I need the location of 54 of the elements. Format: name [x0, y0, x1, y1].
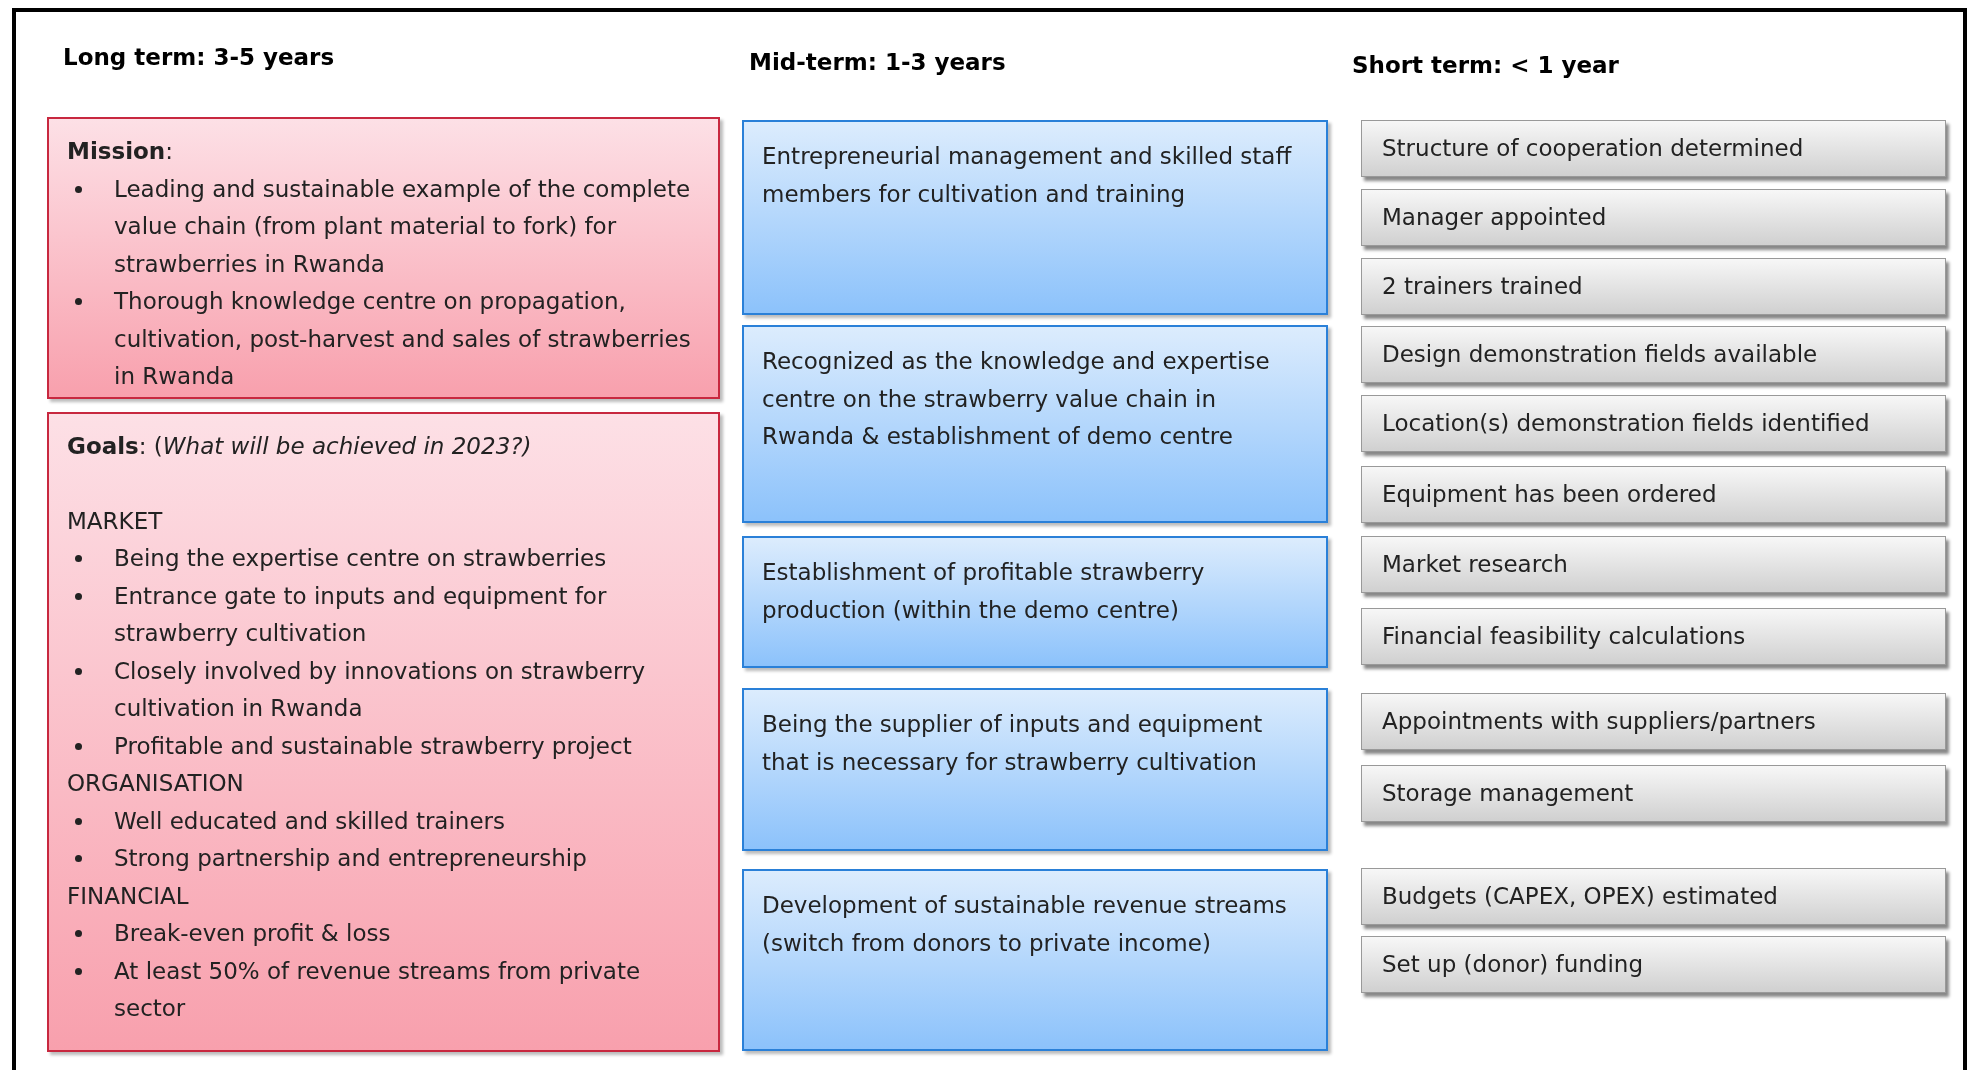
column-heading: Long term: 3-5 years — [63, 44, 335, 70]
task-text: Structure of cooperation determined — [1382, 134, 1805, 163]
task-text: Manager appointed — [1382, 203, 1608, 232]
task-text: Design demonstration fields available — [1382, 340, 1819, 369]
bullet-item: Closely involved by innovations on strawberry cultivation in Rwanda — [67, 652, 700, 728]
objective-text: Entrepreneurial management and skilled staff members for cultivation and training — [762, 142, 1293, 209]
objective-text: Development of sustainable revenue streams (switch from donors to private income) — [762, 891, 1288, 958]
objective-box — [742, 536, 1328, 668]
panel-heading: Mission: — [67, 137, 174, 166]
mission-panel — [47, 117, 720, 399]
task-text: Equipment has been ordered — [1382, 480, 1718, 509]
goal-panel — [47, 412, 720, 1052]
task-text: Market research — [1382, 550, 1569, 579]
task-text: Budgets (CAPEX, OPEX) estimated — [1382, 882, 1779, 911]
task-box — [1361, 466, 1946, 523]
column-heading: Mid-term: 1-3 years — [749, 49, 1006, 75]
objective-text: Being the supplier of inputs and equipment that is necessary for strawberry cultivation — [762, 710, 1264, 777]
objective-box — [742, 869, 1328, 1051]
panel-heading: Goals: (What will be achieved in 2023?) — [67, 432, 533, 461]
objective-box — [742, 120, 1328, 315]
bullet-item: At least 50% of revenue streams from private sector — [67, 952, 700, 1028]
task-box — [1361, 189, 1946, 246]
bullet-item: Profitable and sustainable strawberry project — [67, 727, 700, 765]
task-box — [1361, 326, 1946, 383]
objective-text: Establishment of profitable strawberry production (within the demo centre) — [762, 558, 1206, 625]
bullet-item: Thorough knowledge centre on propagation, cultivation, post-harvest and sales of strawberries in Rwanda — [67, 283, 700, 396]
task-box — [1361, 395, 1946, 452]
task-box — [1361, 536, 1946, 593]
objective-box — [742, 325, 1328, 523]
section-heading: MARKET — [67, 506, 164, 536]
task-box — [1361, 120, 1946, 177]
task-text: 2 trainers trained — [1382, 272, 1584, 301]
bullet-item: Well educated and skilled trainers — [67, 802, 700, 840]
objective-text: Recognized as the knowledge and expertise centre on the strawberry value chain in Rwanda & establishment of demo centre — [762, 347, 1271, 451]
task-box — [1361, 258, 1946, 315]
bullet-item: Break-even profit & loss — [67, 915, 700, 953]
task-box — [1361, 693, 1946, 750]
task-box — [1361, 765, 1946, 822]
task-box — [1361, 608, 1946, 665]
bullet-item: Strong partnership and entrepreneurship — [67, 840, 700, 878]
bullet-item: Entrance gate to inputs and equipment for strawberry cultivation — [67, 577, 700, 653]
task-box — [1361, 868, 1946, 925]
section-heading: ORGANISATION — [67, 769, 245, 798]
task-text: Set up (donor) funding — [1382, 950, 1645, 979]
task-box — [1361, 936, 1946, 993]
column-heading: Short term: < 1 year — [1352, 52, 1619, 78]
task-text: Location(s) demonstration fields identified — [1382, 409, 1871, 438]
section-heading: FINANCIAL — [67, 881, 190, 911]
bullet-item: Being the expertise centre on strawberries — [67, 540, 700, 578]
task-text: Appointments with suppliers/partners — [1382, 707, 1817, 736]
task-text: Financial feasibility calculations — [1382, 622, 1747, 651]
task-text: Storage management — [1382, 779, 1635, 808]
objective-box — [742, 688, 1328, 851]
bullet-item: Leading and sustainable example of the complete value chain (from plant material to fork) for strawberries in Rwanda — [67, 170, 700, 283]
